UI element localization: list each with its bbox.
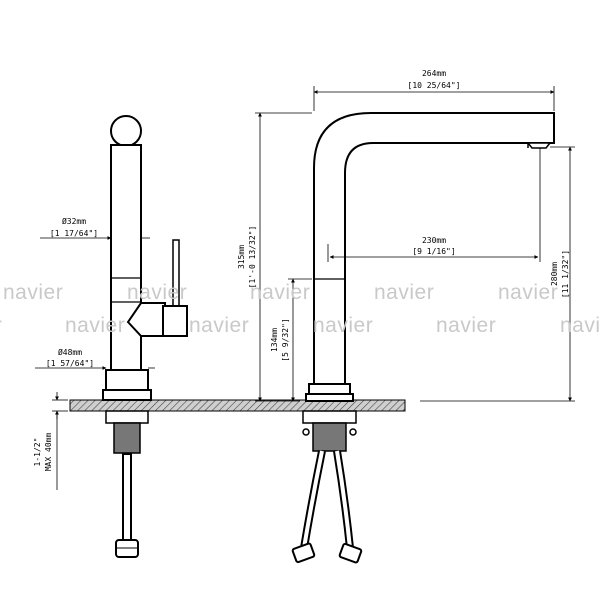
- dim-134: 134mm: [270, 328, 279, 352]
- dim-264-inch: [10 25/64"]: [408, 81, 461, 90]
- watermark: navier: [0, 314, 2, 337]
- watermark: navier: [498, 281, 558, 304]
- dim-315: 315mm: [237, 245, 246, 269]
- watermark: navier: [127, 281, 187, 304]
- watermark: navier: [250, 281, 310, 304]
- dim-diameter-48-inch: [1 57/64"]: [46, 359, 94, 368]
- spout-outline: [313, 112, 555, 401]
- faucet-side-view: [102, 115, 188, 558]
- base-ring-front: [308, 383, 351, 395]
- dim-diameter-48: Ø48mm: [58, 347, 82, 357]
- dim-280: 280mm: [550, 262, 559, 286]
- watermark: navier: [436, 314, 496, 337]
- dim-230-inch: [9 1/16"]: [412, 247, 455, 256]
- watermark: navier: [560, 314, 600, 337]
- dim-230: 230mm: [422, 236, 446, 245]
- dim-264: 264mm: [422, 69, 446, 78]
- dim-max-thickness: MAX 40mm: [44, 433, 53, 472]
- dim-diameter-32-inch: [1 17/64"]: [50, 229, 98, 238]
- watermark: navier: [3, 281, 63, 304]
- dim-134-inch: [5 9/32"]: [281, 318, 290, 361]
- faucet-body-side: [110, 144, 142, 382]
- watermark: navier: [65, 314, 125, 337]
- base-ring-side: [105, 369, 149, 391]
- dimension-lines: [35, 86, 575, 490]
- watermark: navier: [189, 314, 249, 337]
- aerator: [526, 142, 552, 149]
- handle-hub: [126, 302, 166, 337]
- countertop: [69, 399, 406, 412]
- dim-diameter-32: Ø32mm: [62, 216, 86, 226]
- spout-top-cap: [110, 115, 142, 147]
- faucet-front-view: [291, 112, 555, 564]
- dim-315-inch: [1'-0 13/32"]: [248, 226, 257, 289]
- watermark-layer: navier navier navier navier navier navie…: [0, 281, 600, 337]
- threaded-shank-side: [113, 422, 141, 454]
- watermark: navier: [374, 281, 434, 304]
- dimension-labels: 264mm [10 25/64"] 315mm [1'-0 13/32"] 23…: [33, 69, 570, 471]
- threaded-shank-front: [312, 422, 347, 452]
- dim-280-inch: [11 1/32"]: [561, 250, 570, 298]
- dim-thread: 1-1/2": [33, 438, 42, 467]
- watermark: navier: [313, 314, 373, 337]
